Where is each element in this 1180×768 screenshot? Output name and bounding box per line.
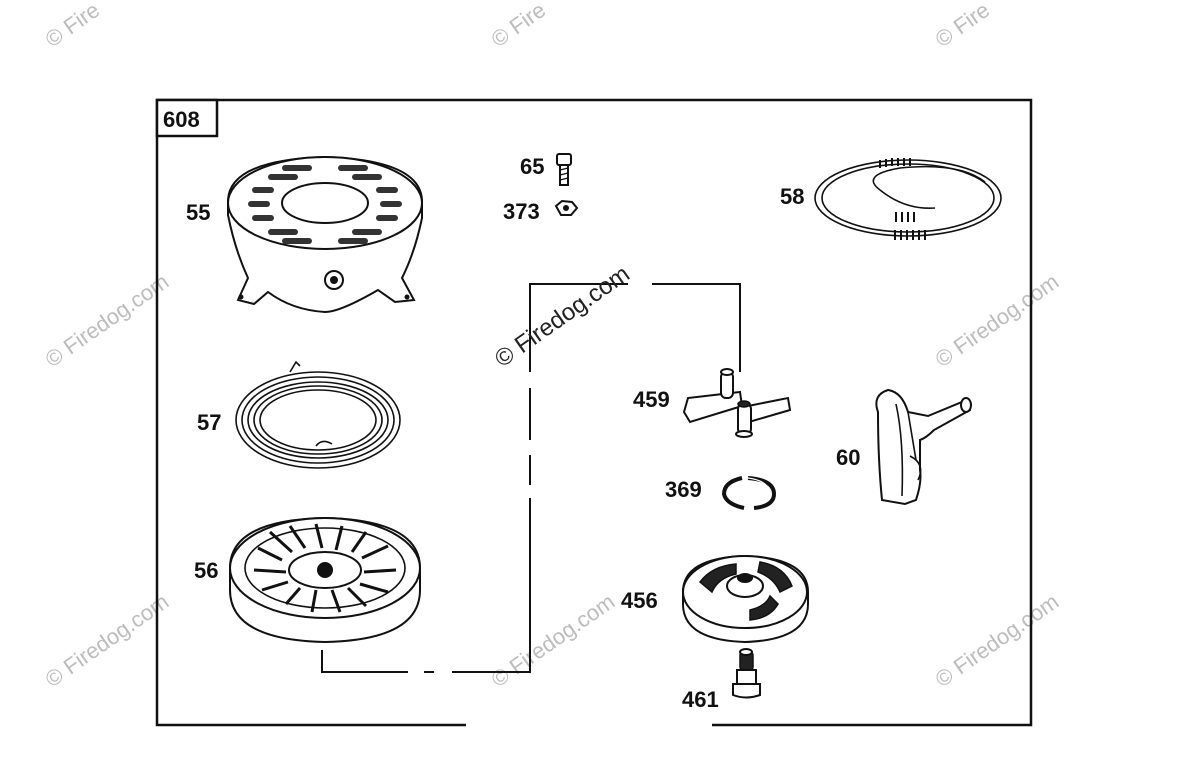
box-label-frame (155, 98, 219, 138)
watermark-center: © Firedog.com (490, 260, 635, 373)
watermark-bottom-center: © Firedog.com (487, 589, 620, 692)
center-screw-part (732, 648, 761, 699)
diagram-frame: 608 (155, 98, 1033, 727)
nut-part (554, 199, 579, 216)
label-369: 369 (665, 477, 702, 502)
watermark-mid-left: © Firedog.com (41, 269, 174, 372)
watermark-top-left: © Fire (41, 0, 105, 52)
retainer-ring-part (721, 476, 777, 510)
watermark-top-right: © Fire (931, 0, 995, 52)
starter-handle-part (875, 388, 972, 506)
box-label: 608 (163, 107, 200, 132)
label-373: 373 (503, 199, 540, 224)
label-456: 456 (621, 588, 658, 613)
label-459: 459 (633, 387, 670, 412)
label-60: 60 (836, 445, 860, 470)
retainer-part (682, 554, 809, 644)
watermark-bottom-right: © Firedog.com (931, 589, 1064, 692)
label-57: 57 (197, 410, 221, 435)
watermark-top-center: © Fire (487, 0, 551, 52)
starter-rope-part (814, 158, 1002, 240)
label-56: 56 (194, 558, 218, 583)
blower-housing-part (227, 155, 423, 314)
rewind-spring-part (235, 360, 401, 469)
label-55: 55 (186, 200, 210, 225)
dog-part (682, 368, 792, 438)
screw-part (556, 153, 572, 186)
label-461: 461 (682, 687, 719, 712)
label-58: 58 (780, 184, 804, 209)
pulley-part (229, 516, 421, 644)
label-65: 65 (520, 154, 544, 179)
watermark-mid-right: © Firedog.com (931, 269, 1064, 372)
watermark-bottom-left: © Firedog.com (41, 589, 174, 692)
